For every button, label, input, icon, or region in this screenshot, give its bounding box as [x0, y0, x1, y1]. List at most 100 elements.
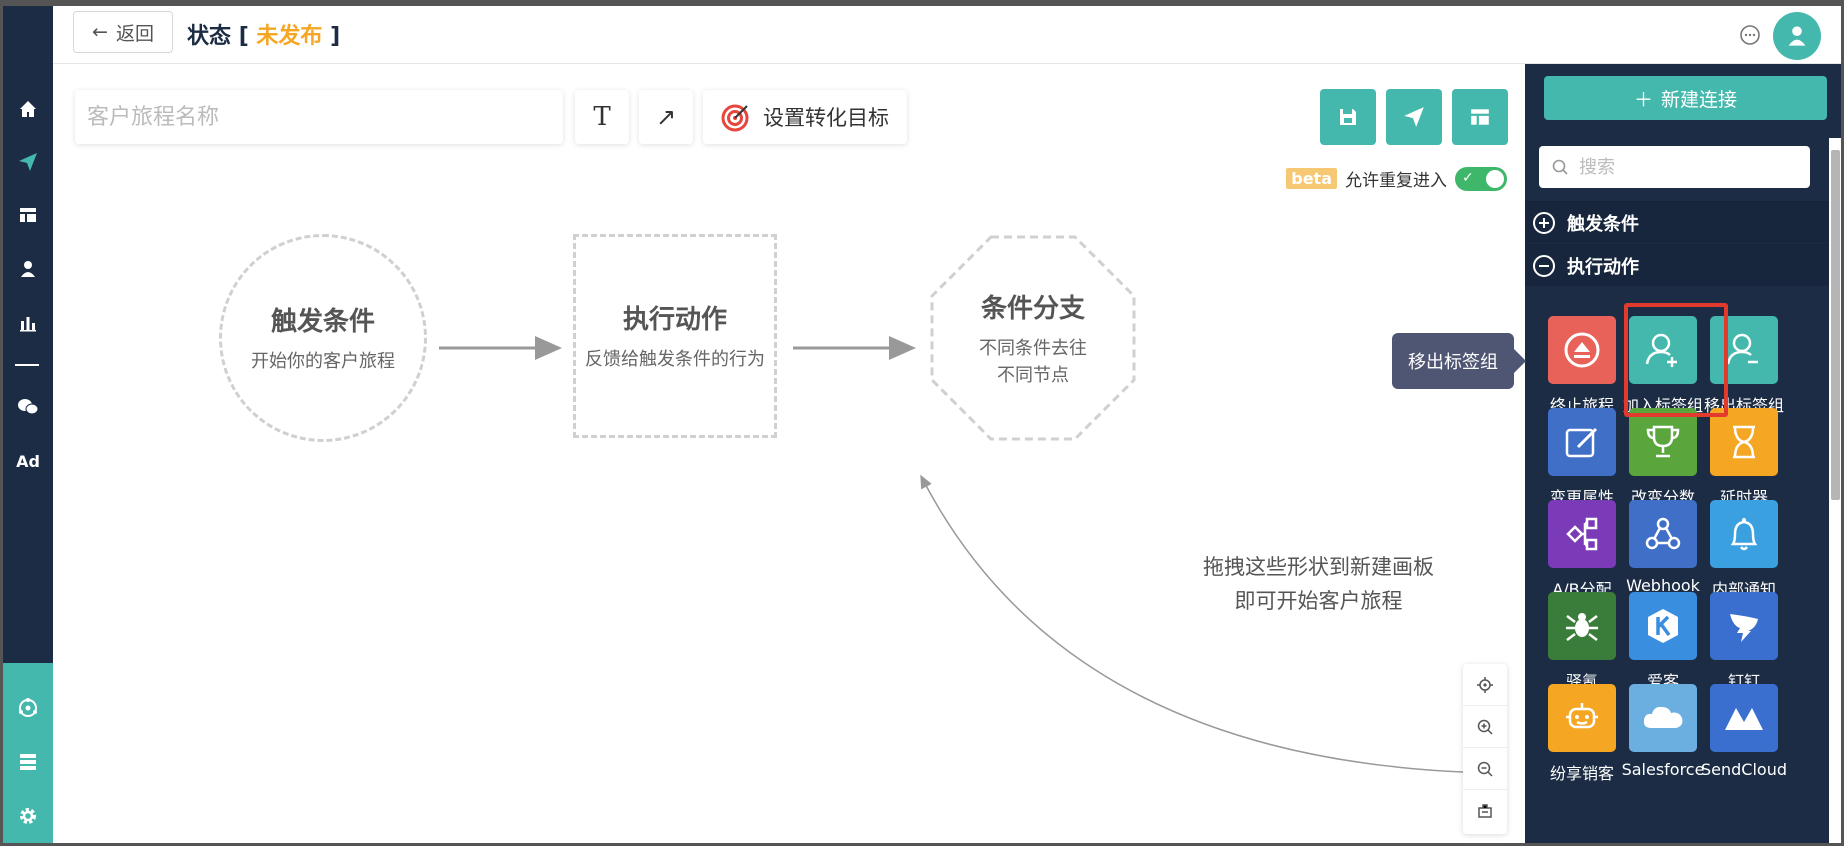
trigger-title: 触发条件	[270, 307, 375, 337]
branch-title: 条件分支	[980, 293, 1085, 324]
action-tile[interactable]: 加入标签组	[1618, 316, 1708, 416]
journey-canvas[interactable]: T ↗ 设置转化目标 beta 允许重复进入 ✓ 触发条件 开始你的客户旅程 执…	[53, 64, 1525, 843]
bell-icon	[1710, 500, 1778, 568]
category-trigger-label: 触发条件	[1567, 213, 1639, 235]
action-tile[interactable]: Webhook	[1618, 500, 1708, 600]
gear-icon[interactable]	[3, 801, 53, 831]
send-icon	[1404, 107, 1424, 127]
zoom-in-icon	[1477, 719, 1493, 735]
branch-subtitle-1: 不同条件去往	[979, 337, 1087, 359]
wechat-icon[interactable]	[3, 392, 53, 422]
trophy-icon	[1629, 408, 1697, 476]
user-icon[interactable]	[3, 254, 53, 284]
zoom-out-button[interactable]	[1463, 748, 1507, 790]
action-tile[interactable]: Salesforce	[1618, 684, 1708, 784]
k-icon	[1629, 592, 1697, 660]
action-tile[interactable]: 钉钉	[1699, 592, 1789, 692]
category-action[interactable]: 执行动作	[1525, 244, 1829, 286]
floppy-icon	[1340, 109, 1356, 125]
action-tile[interactable]: 纷享销客	[1537, 684, 1627, 784]
action-tile[interactable]: 改变分数	[1618, 408, 1708, 508]
template-button[interactable]	[1452, 89, 1508, 145]
action-tile-label: SendCloud	[1701, 760, 1787, 779]
cloud-icon	[1629, 684, 1697, 752]
text-tool-button[interactable]: T	[575, 90, 629, 144]
ad-icon[interactable]: Ad	[16, 451, 40, 471]
plus-icon: ＋	[1633, 88, 1653, 111]
action-tile[interactable]: 移出标签组	[1699, 316, 1789, 416]
action-tile[interactable]: 变更属性	[1537, 408, 1627, 508]
chat-icon[interactable]	[1739, 24, 1761, 46]
category-action-label: 执行动作	[1567, 256, 1639, 278]
action-tile-label: 纷享销客	[1549, 764, 1614, 783]
trigger-shape[interactable]: 触发条件 开始你的客户旅程	[219, 234, 427, 442]
zoom-in-button[interactable]	[1463, 706, 1507, 748]
set-goal-button[interactable]: 设置转化目标	[703, 90, 907, 144]
user-avatar-icon	[1788, 26, 1806, 46]
journey-name-input[interactable]	[75, 90, 563, 144]
hourglass-icon	[1710, 408, 1778, 476]
scrollbar-thumb[interactable]	[1831, 150, 1840, 500]
arrow-tool-button[interactable]: ↗	[639, 90, 693, 144]
avatar[interactable]	[1773, 12, 1821, 60]
panel-search[interactable]	[1539, 146, 1810, 188]
set-goal-label: 设置转化目标	[763, 106, 889, 130]
save-button[interactable]	[1320, 89, 1376, 145]
target-icon	[721, 104, 749, 132]
branch-subtitle-2: 不同节点	[997, 364, 1069, 386]
action-tile[interactable]: 延时器	[1699, 408, 1789, 508]
status-bracket-close: ]	[330, 24, 341, 49]
publish-status: 状态 [ 未发布 ]	[187, 18, 340, 50]
panel-scrollbar[interactable]	[1829, 138, 1841, 843]
home-icon[interactable]	[3, 94, 53, 124]
back-button[interactable]: ← 返回	[73, 11, 173, 53]
trigger-subtitle: 开始你的客户旅程	[251, 351, 395, 372]
panel-search-input[interactable]	[1579, 156, 1779, 178]
allow-repeat-label: 允许重复进入	[1345, 171, 1447, 191]
action-shape[interactable]: 执行动作 反馈给触发条件的行为	[573, 234, 777, 438]
sendcloud-icon	[1710, 684, 1778, 752]
layout-icon	[1471, 109, 1489, 125]
dingtalk-icon	[1710, 592, 1778, 660]
publish-button[interactable]	[1386, 89, 1442, 145]
left-sidebar: Ad	[3, 6, 53, 843]
category-trigger[interactable]: 触发条件	[1525, 201, 1829, 243]
fit-view-button[interactable]	[1463, 790, 1507, 832]
drag-hint: 拖拽这些形状到新建画板 即可开始客户旅程	[1203, 550, 1434, 618]
selected-tile-highlight	[1624, 303, 1728, 417]
fit-icon	[1478, 804, 1492, 818]
server-icon[interactable]	[3, 747, 53, 777]
collapse-icon	[1533, 254, 1555, 277]
action-tile[interactable]: 爱客	[1618, 592, 1708, 692]
locate-button[interactable]	[1463, 664, 1507, 706]
beta-badge: beta	[1286, 168, 1337, 189]
drag-hint-line-1: 拖拽这些形状到新建画板	[1203, 555, 1434, 579]
back-label: 返回	[115, 22, 154, 45]
drag-hint-line-2: 即可开始客户旅程	[1234, 589, 1403, 613]
connector-arrows	[439, 336, 1464, 773]
user-plus-icon	[1629, 316, 1697, 384]
action-tile[interactable]: A/B分配	[1537, 500, 1627, 600]
send-icon[interactable]	[3, 147, 53, 177]
action-tile-label: Salesforce	[1621, 760, 1705, 779]
new-connection-button[interactable]: ＋ 新建连接	[1544, 76, 1827, 120]
bar-chart-icon[interactable]	[3, 308, 53, 338]
check-icon: ✓	[1462, 169, 1474, 186]
allow-repeat-toggle[interactable]: ✓	[1455, 166, 1507, 191]
branch-shape[interactable]: 条件分支 不同条件去往 不同节点	[929, 234, 1137, 442]
action-subtitle: 反馈给触发条件的行为	[585, 349, 765, 370]
action-tile[interactable]: 驿氪	[1537, 592, 1627, 692]
layout-icon[interactable]	[3, 200, 53, 230]
eject-icon	[1548, 316, 1616, 384]
action-tile[interactable]: SendCloud	[1699, 684, 1789, 784]
action-tile[interactable]: 内部通知	[1699, 500, 1789, 600]
edit-icon	[1548, 408, 1616, 476]
sidebar-divider	[15, 364, 39, 366]
network-icon[interactable]	[3, 693, 53, 723]
action-tile[interactable]: 终止旅程	[1537, 316, 1627, 416]
zoom-controls	[1463, 664, 1507, 834]
expand-icon	[1533, 211, 1555, 234]
status-label: 状态	[187, 24, 232, 49]
arrow-left-icon: ←	[92, 21, 108, 43]
